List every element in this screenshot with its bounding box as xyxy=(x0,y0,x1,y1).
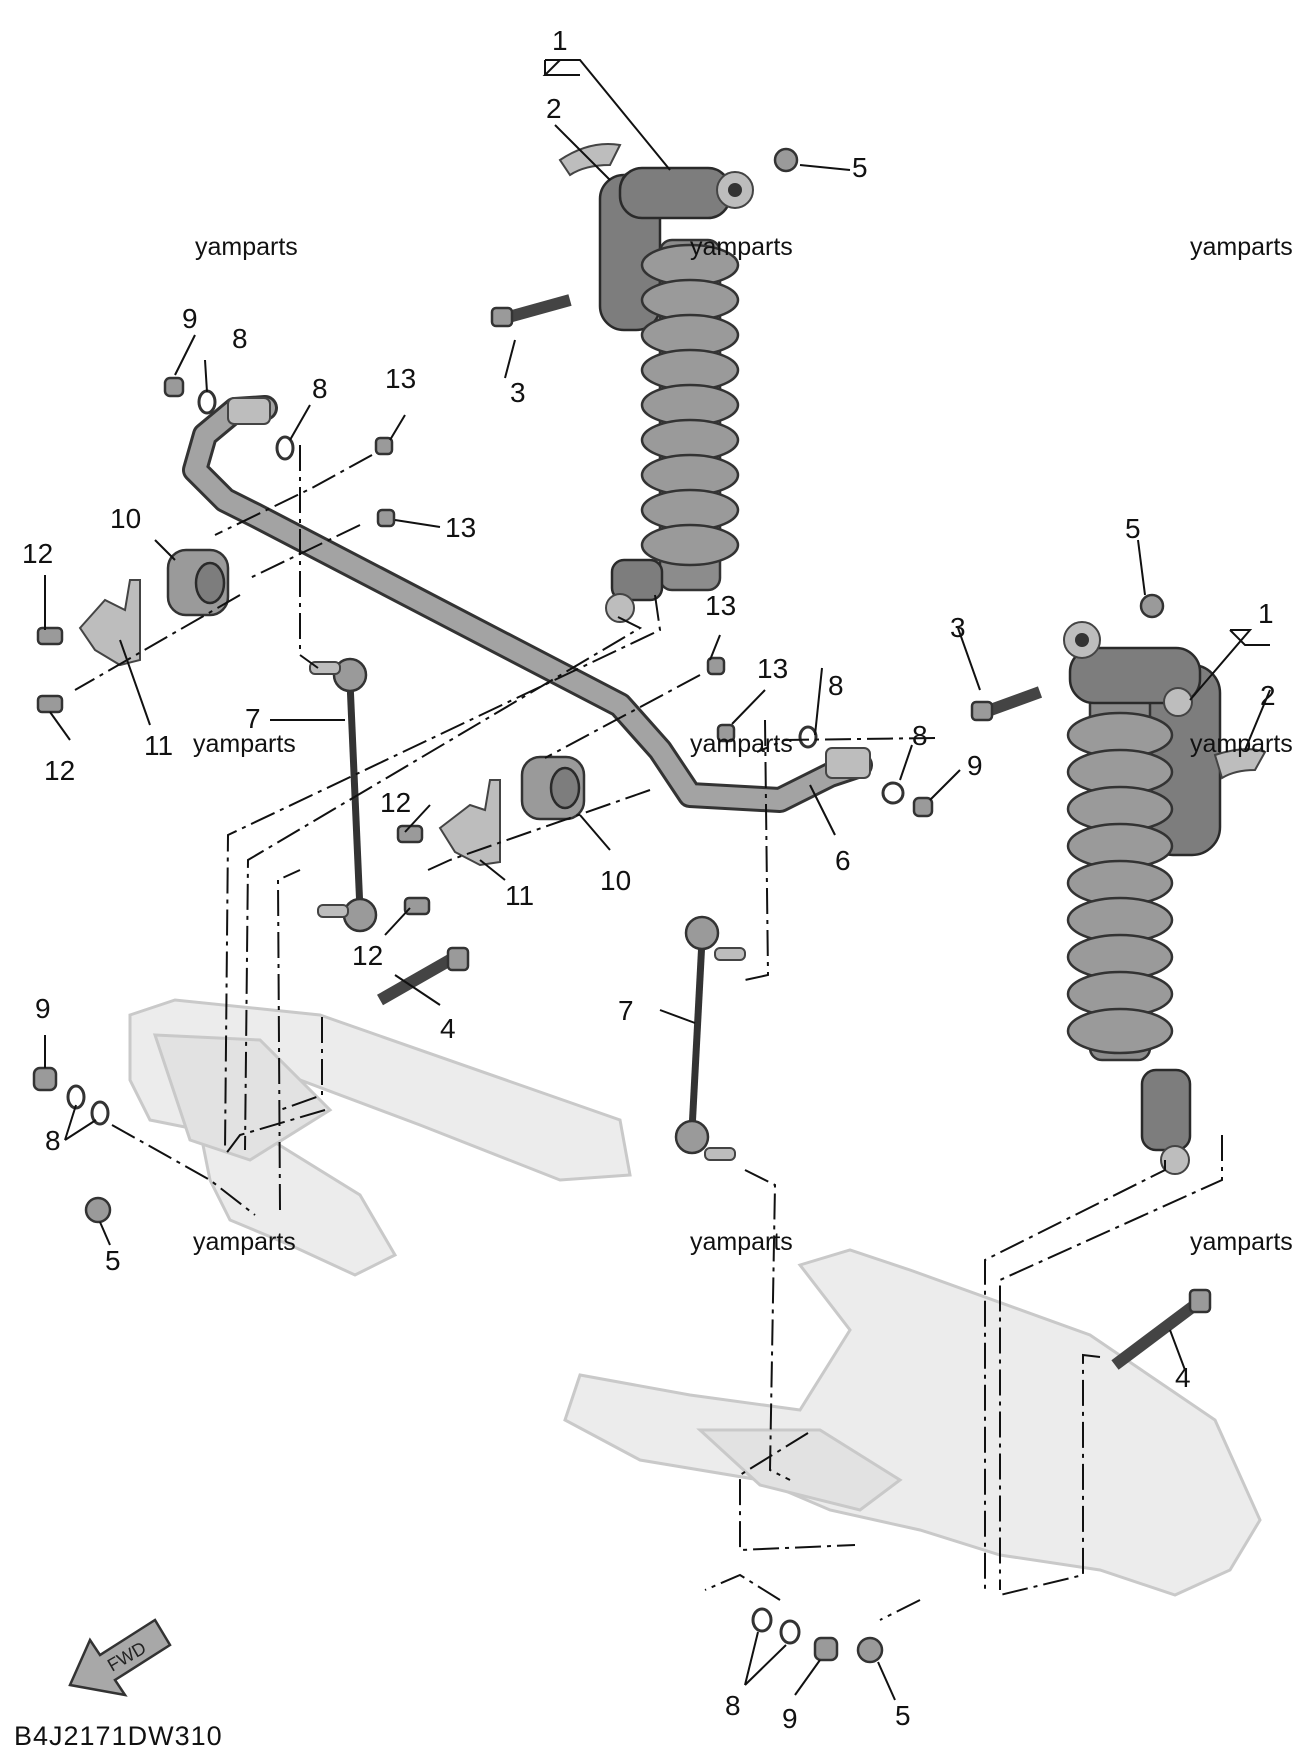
callout-3-right: 3 xyxy=(950,612,966,643)
callout-11-left: 11 xyxy=(144,730,173,761)
callout-12-c: 12 xyxy=(380,787,411,818)
spring-seat-right xyxy=(1213,748,1267,780)
callout-8-upper-a: 8 xyxy=(232,323,248,354)
assembly-lines xyxy=(74,445,1223,1621)
callout-2-top: 2 xyxy=(546,93,562,124)
lower-arm-left xyxy=(128,998,632,1277)
bracket-right xyxy=(438,779,501,867)
callout-4-left: 4 xyxy=(440,1013,456,1044)
callout-8-lower-right: 8 xyxy=(725,1690,741,1721)
watermarks: yamparts yamparts yamparts yamparts yamp… xyxy=(193,233,1293,1256)
callout-2-right: 2 xyxy=(1260,680,1276,711)
callout-12-b: 12 xyxy=(44,755,75,786)
callout-1-right: 1 xyxy=(1258,598,1274,629)
watermark: yamparts xyxy=(1190,233,1293,261)
callout-11-right: 11 xyxy=(505,880,534,911)
watermark: yamparts xyxy=(193,1228,296,1256)
watermark: yamparts xyxy=(195,233,298,261)
callout-9-right: 9 xyxy=(967,750,983,781)
callout-8-right: 8 xyxy=(912,720,928,751)
watermark: yamparts xyxy=(1190,730,1293,758)
fwd-arrow: FWD xyxy=(68,1618,172,1697)
callout-3-left: 3 xyxy=(510,377,526,408)
bolts xyxy=(36,294,1212,1370)
callout-5-right: 5 xyxy=(1125,513,1141,544)
watermark: yamparts xyxy=(1190,1228,1293,1256)
callout-4-right: 4 xyxy=(1175,1362,1191,1393)
spring-coils-right xyxy=(1066,711,1174,1055)
shock-absorber-right xyxy=(1063,621,1222,1175)
callout-6: 6 xyxy=(835,845,851,876)
lower-arm-right xyxy=(563,1248,1262,1597)
callout-8-upper-b: 8 xyxy=(312,373,328,404)
leader-lines xyxy=(44,59,1271,1701)
callout-8-lower-left: 8 xyxy=(45,1125,61,1156)
callout-numbers: 1 2 5 3 9 8 8 13 13 10 12 11 12 7 13 13 … xyxy=(22,25,1276,1734)
bracket-left xyxy=(78,579,141,667)
callout-5-lower-right: 5 xyxy=(895,1700,911,1731)
watermark: yamparts xyxy=(690,730,793,758)
callout-7-left: 7 xyxy=(245,703,261,734)
callout-12-d: 12 xyxy=(352,940,383,971)
callout-12-a: 12 xyxy=(22,538,53,569)
callout-13-b: 13 xyxy=(445,512,476,543)
stabilizer-link-right xyxy=(674,915,746,1161)
watermark: yamparts xyxy=(690,233,793,261)
nuts-and-washers xyxy=(32,147,1165,1664)
watermark: yamparts xyxy=(193,730,296,758)
callout-13-d: 13 xyxy=(757,653,788,684)
callout-5-top: 5 xyxy=(852,152,868,183)
stabilizer-link-left xyxy=(309,657,378,933)
callout-9-lower-right: 9 xyxy=(782,1703,798,1734)
callout-10-left: 10 xyxy=(110,503,141,534)
callout-13-c: 13 xyxy=(705,590,736,621)
callout-9-upper: 9 xyxy=(182,303,198,334)
callout-7-right: 7 xyxy=(618,995,634,1026)
callout-9-lower-left: 9 xyxy=(35,993,51,1024)
watermark: yamparts xyxy=(690,1228,793,1256)
callout-8-mid: 8 xyxy=(828,670,844,701)
diagram-code: B4J2171DW310 xyxy=(14,1721,223,1751)
callout-1-top: 1 xyxy=(552,25,568,56)
shock-absorber-left xyxy=(598,166,754,623)
callout-5-lower-left: 5 xyxy=(105,1245,121,1276)
callout-13-a: 13 xyxy=(385,363,416,394)
callout-10-right: 10 xyxy=(600,865,631,896)
spring-coils-left xyxy=(640,243,740,567)
